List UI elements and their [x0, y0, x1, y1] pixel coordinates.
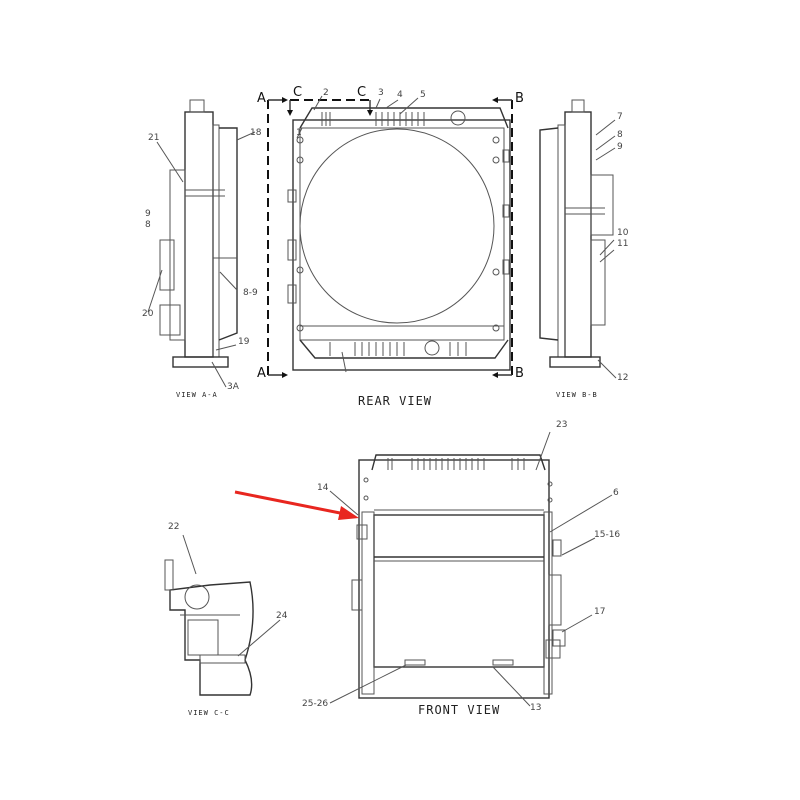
- callout-24: 24: [276, 611, 288, 621]
- callout-3a: 3A: [227, 382, 239, 392]
- callout-20: 20: [142, 309, 154, 319]
- callout-8-b: 8: [617, 130, 623, 140]
- section-mark-c-right: C: [357, 85, 367, 100]
- callout-10: 10: [617, 228, 629, 238]
- view-b-b-drawing: [539, 99, 617, 379]
- callout-18: 18: [250, 128, 262, 138]
- callout-8-9: 8-9: [243, 288, 258, 298]
- callout-23: 23: [556, 420, 568, 430]
- section-mark-b-top: B: [515, 91, 524, 106]
- section-mark-c-left: C: [293, 85, 303, 100]
- view-c-c-title: VIEW C-C: [188, 709, 230, 717]
- rear-view-drawing: [267, 95, 513, 378]
- front-view-title: FRONT VIEW: [418, 703, 501, 717]
- section-mark-a-bottom: A: [257, 366, 266, 381]
- section-mark-b-bottom: B: [515, 366, 524, 381]
- highlight-arrow: [234, 490, 359, 520]
- view-b-b-title: VIEW B-B: [556, 391, 598, 399]
- view-c-c-drawing: [164, 534, 281, 696]
- callout-25-26: 25-26: [302, 699, 329, 709]
- callout-9-b: 9: [617, 142, 623, 152]
- callout-11: 11: [617, 239, 629, 249]
- callout-19: 19: [238, 337, 250, 347]
- callout-17: 17: [594, 607, 606, 617]
- callout-22: 22: [168, 522, 180, 532]
- callout-5: 5: [420, 90, 426, 100]
- callout-15-16: 15-16: [594, 530, 621, 540]
- callout-12: 12: [617, 373, 629, 383]
- callout-2: 2: [323, 88, 329, 98]
- rear-view-title: REAR VIEW: [358, 394, 433, 408]
- callout-7: 7: [617, 112, 623, 122]
- callout-13: 13: [530, 703, 542, 713]
- view-a-a-drawing: [147, 99, 256, 388]
- callout-1: 1: [296, 128, 302, 138]
- callout-4: 4: [397, 90, 403, 100]
- callout-6: 6: [613, 488, 619, 498]
- callout-9-a: 9: [145, 209, 151, 219]
- view-a-a-title: VIEW A-A: [176, 391, 218, 399]
- front-view-drawing: [329, 431, 613, 707]
- callout-14: 14: [317, 483, 329, 493]
- callout-8-a: 8: [145, 220, 151, 230]
- callout-3: 3: [378, 88, 384, 98]
- callout-21: 21: [148, 133, 160, 143]
- section-mark-a-top: A: [257, 91, 266, 106]
